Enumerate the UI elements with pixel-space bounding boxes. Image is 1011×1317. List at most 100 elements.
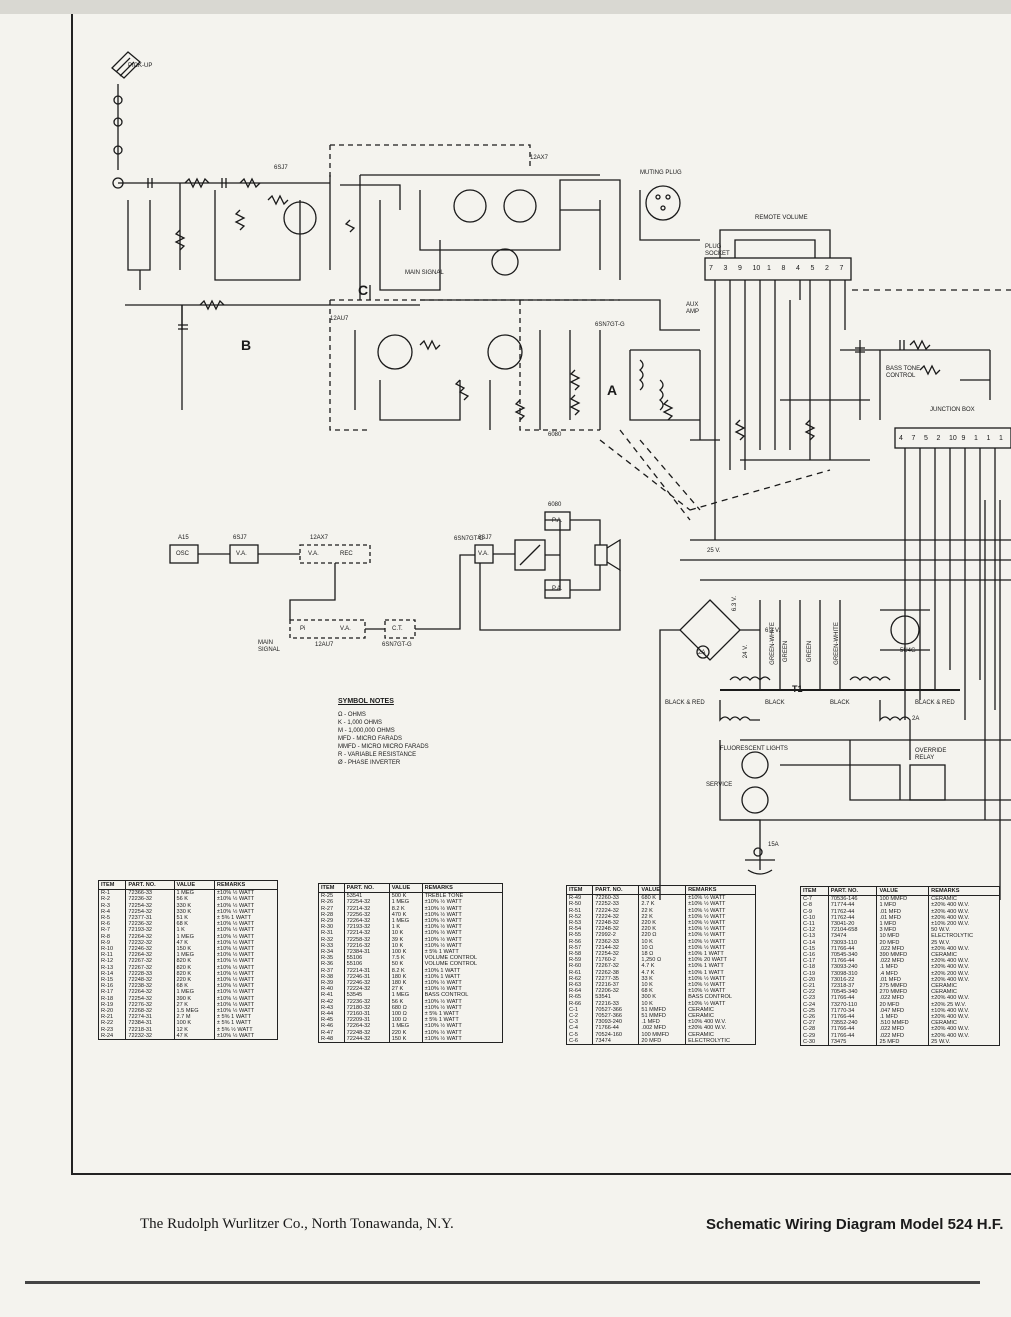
table-cell: C-5	[565, 1031, 594, 1038]
table-cell: ±20% 25 W.V.	[928, 1001, 1000, 1008]
tube-6sn7gt-label: 6SN7GT-G	[595, 322, 625, 328]
block-va-tube: 6SJ7	[233, 535, 247, 541]
table-cell: ±10% ½ WATT	[685, 1000, 756, 1007]
table-cell: VOLUME CONTROL	[421, 961, 504, 968]
table-cell: R-22	[97, 1020, 127, 1027]
table-cell: ±20% 400 W.V.	[928, 914, 1000, 922]
table-cell: R-18	[97, 995, 127, 1002]
table-cell: ±20% 200 W.V.	[928, 970, 1000, 977]
table-cell: 100 MMFD	[876, 895, 930, 903]
table-cell: ±10% ½ WATT	[421, 924, 504, 931]
table-cell: ±10% ½ WATT	[213, 952, 279, 959]
junction-pin-number: 4	[899, 435, 903, 442]
table-cell: ±20% 400 W.V.	[928, 945, 1000, 953]
column-header: ITEM	[97, 879, 127, 891]
table-cell: ±10% ½ WATT	[213, 908, 279, 916]
table-cell: 72248-32	[592, 920, 640, 927]
table-cell: R-19	[97, 1001, 127, 1009]
plug-pin-number: 5	[810, 265, 815, 272]
symbol-note: MFD - MICRO FARADS	[338, 736, 402, 742]
table-cell: 72216-37	[592, 982, 640, 989]
table-cell: R-14	[97, 970, 127, 978]
table-cell: ±10% ½ WATT	[213, 983, 279, 990]
table-cell: ±20% 400 W.V.	[928, 908, 1000, 915]
table-cell: C-30	[800, 1038, 829, 1047]
table-cell: 72206-32	[592, 988, 640, 995]
table-cell: ELECTROLYTIC	[685, 1037, 756, 1046]
table-cell: 72216-32	[343, 942, 390, 950]
table-cell: ±10% 400 W.V.	[928, 1007, 1000, 1015]
column-header: VALUE	[876, 885, 930, 897]
table-cell: ±10% ½ WATT	[685, 938, 756, 945]
table-cell: ±20% 400 W.V.	[928, 902, 1000, 909]
override-relay-label: OVERRIDE RELAY	[915, 748, 947, 761]
table-cell: R-65	[565, 994, 594, 1001]
table-cell: 2.7 M	[173, 1014, 215, 1021]
table-cell: R-1	[97, 889, 127, 897]
table-cell: 72256-32	[343, 911, 390, 919]
table-cell: R-7	[97, 927, 127, 934]
table-cell: CERAMIC	[928, 952, 1000, 959]
block-rec: REC	[340, 551, 353, 557]
block-main-signal: MAIN SIGNAL	[258, 640, 281, 653]
table-cell: ±10% 1 WATT	[421, 973, 504, 981]
junction-pin-number: 2	[936, 435, 941, 442]
table-cell: ±20% 400 W.V.	[928, 964, 1000, 971]
table-cell: 150 K	[388, 1035, 423, 1044]
column-header: REMARKS	[421, 882, 504, 894]
block-dual-tube: 12AX7	[310, 535, 329, 541]
table-cell: 820 K	[173, 958, 215, 965]
table-cell: R-4	[97, 908, 127, 916]
table-cell: ±10% ½ WATT	[421, 899, 504, 906]
table-cell: R-62	[565, 975, 594, 983]
table-cell: 53541	[343, 892, 390, 900]
table-cell: 56 K	[173, 896, 215, 903]
table-cell: 20 MFD	[638, 1037, 687, 1046]
table-cell: ±20% 400 W.V.	[928, 1014, 1000, 1021]
v63a-label: 6.3 V.	[732, 595, 739, 612]
table-cell: CERAMIC	[685, 1013, 756, 1020]
tube-5u4g-label: 5U4G	[900, 648, 916, 654]
bass-tone-control-label: BASS TONE CONTROL	[886, 366, 921, 379]
table-cell: 72264-32	[343, 918, 390, 925]
table-cell: ±10% ½ WATT	[421, 905, 504, 912]
table-cell: C-3	[565, 1019, 594, 1026]
table-cell: 72384-31	[343, 949, 390, 956]
table-cell: 53545	[343, 992, 390, 999]
plug-pin-number: 4	[796, 265, 800, 272]
table-cell: 70527-366	[592, 1013, 640, 1020]
scan-top-margin	[0, 0, 1011, 14]
junction-pin-number: 1	[999, 435, 1003, 442]
plug-pin-number: 7	[839, 265, 844, 272]
table-cell: 220 K	[173, 977, 215, 984]
table-cell: R-54	[565, 926, 594, 933]
table-cell: R-13	[97, 964, 127, 971]
